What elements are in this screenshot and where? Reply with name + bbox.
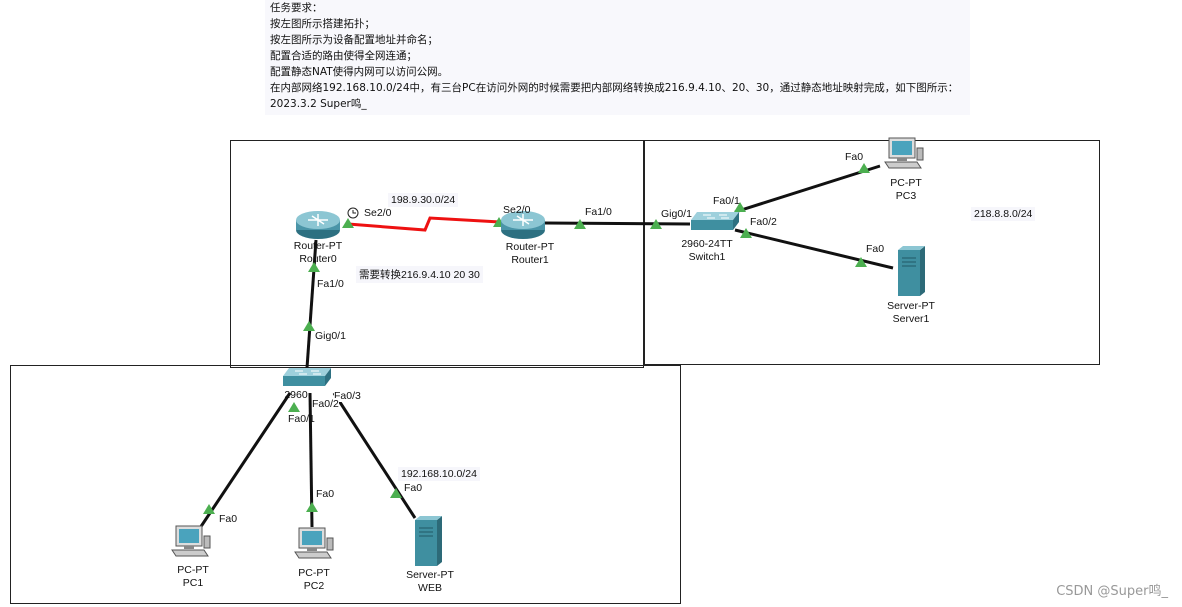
port-label: Fa0/2 xyxy=(750,216,777,228)
port-label: Fa0/1 xyxy=(288,413,315,425)
port-label: Fa0 xyxy=(219,513,238,525)
switch0-label[interactable]: 2960 xyxy=(284,389,307,402)
task-line: 按左图所示为设备配置地址并命名； xyxy=(270,34,438,46)
device-name: PC1 xyxy=(182,577,204,589)
link-r1-sw1 xyxy=(544,221,691,226)
task-line: 配置静态NAT使得内网可以访问公网。 xyxy=(270,66,449,78)
device-model: Server-PT xyxy=(406,569,454,581)
port-label: Fa0 xyxy=(845,151,864,163)
link-sw0-pc1 xyxy=(198,392,292,529)
server1-icon xyxy=(897,245,926,297)
device-name: PC3 xyxy=(895,190,917,202)
link-serial xyxy=(347,216,501,232)
area-lan xyxy=(10,365,681,604)
device-model: 2960-24TT xyxy=(681,238,733,250)
device-name: WEB xyxy=(418,582,442,594)
pc2-icon xyxy=(294,527,334,559)
device-name: Server1 xyxy=(892,313,930,325)
device-name: Router1 xyxy=(511,254,549,266)
task-line: 2023.3.2 Super鸣_ xyxy=(270,98,367,110)
port-label: Fa1/0 xyxy=(317,278,344,290)
port-label: Fa0/1 xyxy=(713,195,740,207)
port-label: Fa0 xyxy=(866,243,885,255)
nat-note: 需要转换216.9.4.10 20 30 xyxy=(356,266,483,283)
port-label: Gig0/1 xyxy=(315,330,346,342)
area-core xyxy=(230,140,644,368)
area-external xyxy=(644,140,1100,365)
device-name: PC2 xyxy=(303,580,325,592)
serial-network-note: 198.9.30.0/24 xyxy=(388,193,459,207)
port-label: Fa1/0 xyxy=(585,206,612,218)
device-name: Switch1 xyxy=(688,251,726,263)
pc1-icon xyxy=(171,525,211,557)
port-label: Se2/0 xyxy=(364,207,392,219)
link-sw1-server1 xyxy=(734,228,894,270)
task-line: 按左图所示搭建拓扑； xyxy=(270,18,375,30)
pc3-icon xyxy=(884,137,924,169)
port-label: Fa0/2 xyxy=(312,398,339,410)
task-line: 在内部网络192.168.10.0/24中，有三台PC在访问外网的时候需要把内部… xyxy=(270,82,959,94)
task-line: 配置合适的路由使得全网连通； xyxy=(270,50,417,62)
lan-network-note: 192.168.10.0/24 xyxy=(398,467,480,481)
device-model: PC-PT xyxy=(890,177,922,189)
switch1-icon xyxy=(690,211,740,231)
watermark: CSDN @Super鸣_ xyxy=(1056,584,1168,599)
device-model: Router-PT xyxy=(505,241,555,253)
router0-icon xyxy=(295,210,341,240)
device-name: Router0 xyxy=(299,253,337,265)
link-sw0-web xyxy=(332,392,417,519)
port-label: Se2/0 xyxy=(503,204,531,216)
clock-icon xyxy=(347,207,359,219)
port-label: Fa0/3 xyxy=(334,390,361,402)
device-model: PC-PT xyxy=(298,567,330,579)
link-sw1-pc3 xyxy=(734,164,881,214)
external-network-note: 218.8.8.0/24 xyxy=(971,207,1036,221)
task-description: 任务要求： 按左图所示搭建拓扑； 按左图所示为设备配置地址并命名； 配置合适的路… xyxy=(265,0,970,115)
device-model: Router-PT xyxy=(293,240,343,252)
device-model: Server-PT xyxy=(887,300,935,312)
task-line: 任务要求： xyxy=(270,2,323,14)
port-label: Gig0/1 xyxy=(661,208,692,220)
switch0-icon xyxy=(282,367,332,387)
device-model: PC-PT xyxy=(177,564,209,576)
port-label: Fa0 xyxy=(316,488,335,500)
link-r0-sw0 xyxy=(305,239,318,369)
device-model: 2960 xyxy=(284,389,308,401)
port-label: Fa0 xyxy=(404,482,423,494)
web-server-icon xyxy=(414,515,443,567)
